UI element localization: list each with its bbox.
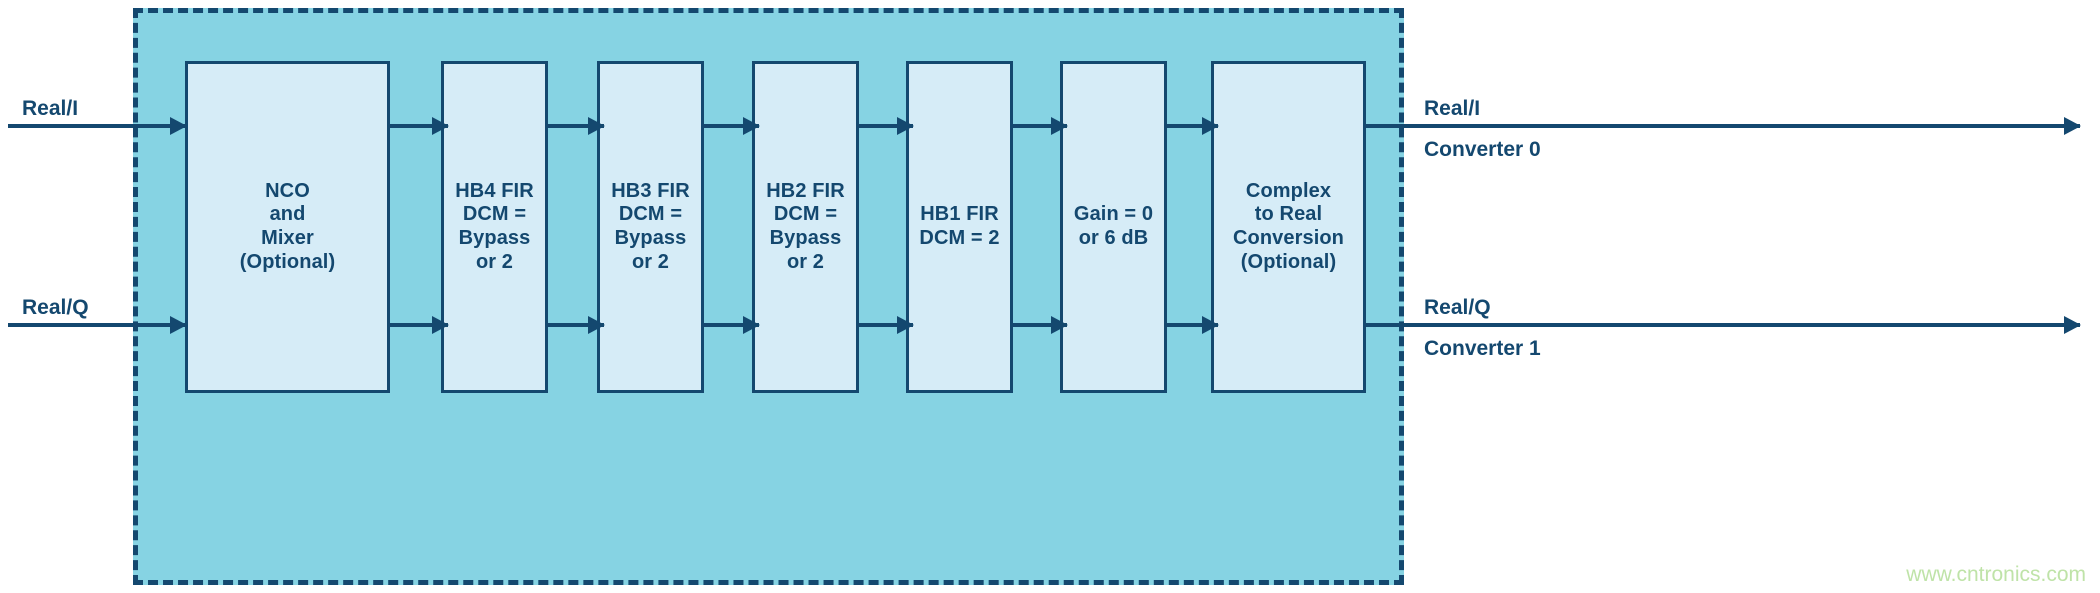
block-hb4-fir-label: HB4 FIR DCM = Bypass or 2	[455, 179, 534, 273]
arrow-hb4-to-hb3-i	[548, 124, 604, 128]
block-nco-mixer-label: NCO and Mixer (Optional)	[239, 179, 336, 273]
output-label-real-i: Real/I	[1424, 97, 1481, 120]
input-label-real-q: Real/Q	[22, 296, 89, 319]
block-hb2-fir-label: HB2 FIR DCM = Bypass or 2	[766, 179, 845, 273]
arrow-hb1-to-gain-i	[1013, 124, 1067, 128]
arrow-hb2-to-hb1-i	[859, 124, 913, 128]
block-hb1-fir[interactable]: HB1 FIR DCM = 2	[906, 61, 1013, 393]
block-hb2-fir[interactable]: HB2 FIR DCM = Bypass or 2	[752, 61, 859, 393]
arrow-nco-to-hb4-q	[390, 323, 448, 327]
arrow-hb1-to-gain-q	[1013, 323, 1067, 327]
block-nco-mixer[interactable]: NCO and Mixer (Optional)	[185, 61, 390, 393]
block-hb1-fir-label: HB1 FIR DCM = 2	[919, 203, 1000, 249]
arrow-hb4-to-hb3-q	[548, 323, 604, 327]
block-gain-label: Gain = 0 or 6 dB	[1073, 203, 1154, 249]
input-arrow-real-q	[8, 323, 186, 327]
arrow-hb3-to-hb2-i	[704, 124, 759, 128]
block-complex-to-real-label: Complex to Real Conversion (Optional)	[1232, 179, 1345, 273]
block-complex-to-real[interactable]: Complex to Real Conversion (Optional)	[1211, 61, 1366, 393]
arrow-gain-to-complex-i	[1167, 124, 1218, 128]
block-hb3-fir[interactable]: HB3 FIR DCM = Bypass or 2	[597, 61, 704, 393]
arrow-hb3-to-hb2-q	[704, 323, 759, 327]
block-gain[interactable]: Gain = 0 or 6 dB	[1060, 61, 1167, 393]
output-label-converter-0: Converter 0	[1424, 138, 1541, 161]
output-arrow-converter-1	[1366, 323, 2080, 327]
output-label-real-q: Real/Q	[1424, 296, 1491, 319]
output-arrow-converter-0	[1366, 124, 2080, 128]
input-arrow-real-i	[8, 124, 186, 128]
watermark: www.cntronics.com	[1906, 563, 2086, 586]
arrow-gain-to-complex-q	[1167, 323, 1218, 327]
input-label-real-i: Real/I	[22, 97, 79, 120]
block-hb3-fir-label: HB3 FIR DCM = Bypass or 2	[611, 179, 690, 273]
arrow-hb2-to-hb1-q	[859, 323, 913, 327]
arrow-nco-to-hb4-i	[390, 124, 448, 128]
output-label-converter-1: Converter 1	[1424, 337, 1541, 360]
block-hb4-fir[interactable]: HB4 FIR DCM = Bypass or 2	[441, 61, 548, 393]
